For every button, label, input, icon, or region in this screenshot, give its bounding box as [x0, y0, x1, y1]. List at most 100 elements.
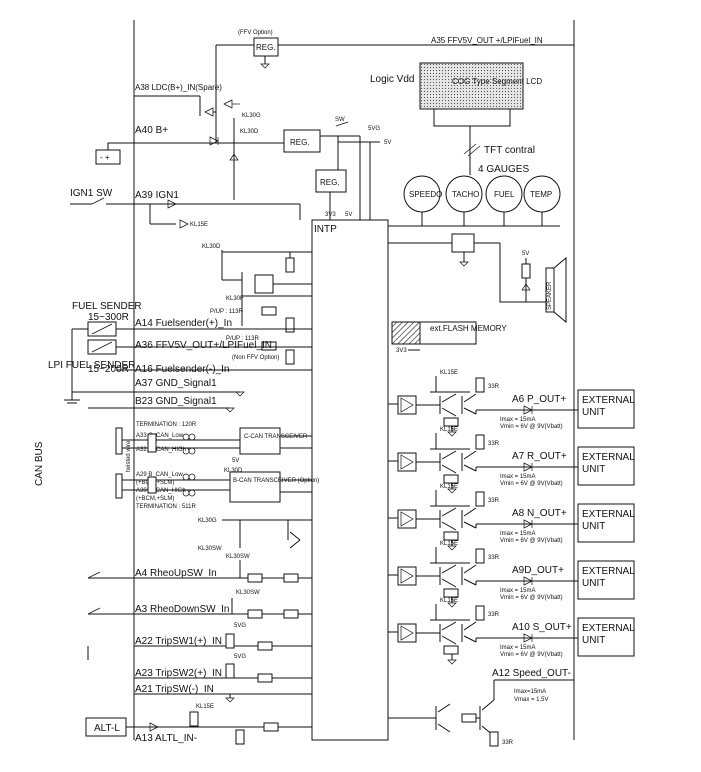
output-kl15e-label: KL15E	[440, 541, 458, 547]
external-unit-label: EXTERNAL	[582, 566, 635, 577]
intp-label: INTP	[314, 224, 337, 235]
a39-label: A39 IGN1	[135, 190, 179, 201]
external-unit-box	[577, 446, 635, 486]
lpi-sender-label: LPI FUEL SENDER	[48, 360, 135, 371]
b-can-connector	[115, 473, 123, 499]
alt-l-label: ALT-L	[94, 723, 120, 734]
ffv-option-label: (FFV Option)	[238, 30, 273, 36]
a14-label: A14 Fuelsender(+)_In	[135, 318, 232, 329]
tft-control-label: TFT contral	[484, 145, 535, 156]
a38-label: A38 LDC(B+)_IN(Spare)	[135, 83, 222, 92]
speed-vmax-label: Vmax = 1.5V	[514, 697, 549, 703]
b-can-transceiver	[229, 471, 281, 503]
kl30d-label-b: KL30D	[202, 244, 221, 250]
a35-output-label: A35 FFV5V_OUT +/LPIFuel_IN	[431, 36, 543, 45]
5vg-label-b: 5VG	[234, 623, 246, 629]
a4-label: A4 RheoUpSW_In	[135, 568, 217, 579]
ign1-sw-label: IGN1 SW	[70, 188, 113, 199]
bcm-label-2: (+BCM,+SLM)	[136, 496, 174, 502]
a30-label: A30 B_CAN_HIGh	[136, 488, 186, 494]
speaker-label: SPEAKER	[547, 281, 553, 310]
output-33r-label: 33R	[488, 384, 500, 390]
external-unit-label-2: UNIT	[582, 578, 605, 589]
external-unit-label: EXTERNAL	[582, 395, 635, 406]
kl15e-label: KL15E	[190, 222, 208, 228]
a36-label: A36 FFV5V_OUT+/LPIFuel_IN	[135, 340, 272, 351]
a32-label: A32 C_CAN_HIGh	[136, 447, 186, 453]
kl30d-label: KL30D	[240, 129, 259, 135]
b-can-label: B-CAN TRANSCEIVER (Option)	[233, 478, 319, 484]
output-kl15e-label: KL15E	[440, 370, 458, 376]
flash-hatch	[391, 321, 421, 345]
external-unit-label-2: UNIT	[582, 407, 605, 418]
flash-label: ext.FLASH MEMORY	[430, 324, 507, 333]
c-can-label: C-CAN TRANSCEIVER	[244, 434, 308, 440]
a21-label: A21 TripSW(-)_IN	[135, 684, 214, 695]
sw-label: SW	[335, 117, 345, 123]
external-unit-label: EXTERNAL	[582, 623, 635, 634]
external-unit-box	[577, 560, 635, 600]
kl30g-label-b: KL30G	[198, 518, 217, 524]
lcd-panel	[419, 62, 524, 110]
external-unit-box	[577, 503, 635, 543]
a23-label: A23 TripSW2(+)_IN	[135, 668, 222, 679]
a13-label: A13 ALTL_IN-	[135, 733, 197, 744]
external-unit-label-2: UNIT	[582, 635, 605, 646]
non-ffv-label: (Non FFV Option)	[232, 355, 279, 361]
reg-mid-box	[283, 129, 321, 153]
kl15e-label-b: KL15E	[196, 704, 214, 710]
a22-label: A22 TripSW1(+)_IN	[135, 636, 222, 647]
gauge-tacho-label: TACHO	[452, 190, 479, 199]
rheo-down-switch[interactable]	[87, 607, 101, 615]
gauge-temp-label: TEMP	[530, 190, 552, 199]
a3-label: A3 RheoDownSW_In	[135, 604, 230, 615]
svg-text:- +: - +	[100, 153, 110, 162]
3v3-label: 3V3	[325, 212, 336, 218]
5v-label-b: 5V	[345, 212, 352, 218]
speaker-5v-label: 5V	[522, 251, 529, 257]
output-imax-label: Imax = 15mA	[500, 417, 536, 423]
output-vmin-label: Vmin = 6V @ 9V(Vbatt)	[500, 481, 563, 487]
external-unit-label: EXTERNAL	[582, 509, 635, 520]
kl30f-label: KL30F	[226, 296, 244, 302]
output-kl15e-label: KL15E	[440, 598, 458, 604]
gauges-title: 4 GAUGES	[478, 164, 529, 175]
external-unit-label: EXTERNAL	[582, 452, 635, 463]
output-vmin-label: Vmin = 6V @ 9V(Vbatt)	[500, 424, 563, 430]
logic-vdd-label: Logic Vdd	[370, 74, 414, 85]
reg-top-label: REG.	[256, 43, 276, 52]
kl30g-label: KL30G	[242, 113, 261, 119]
pup2-label: P/UP : 113R	[226, 336, 259, 342]
external-unit-box	[577, 617, 635, 657]
b23-label: B23 GND_Signal1	[135, 396, 217, 407]
rheo-up-switch[interactable]	[87, 571, 101, 579]
a37-label: A37 GND_Signal1	[135, 378, 217, 389]
output-imax-label: Imax = 15mA	[500, 474, 536, 480]
lcd-label: COG Type Segment LCD	[452, 77, 542, 86]
flash-memory-box	[419, 321, 477, 345]
fuel-sender-label: FUEL SENDER	[72, 301, 142, 312]
reg-small-box	[315, 169, 347, 193]
flash-3v3-label: 3V3	[396, 348, 407, 354]
external-unit-label-2: UNIT	[582, 521, 605, 532]
c-can-connector	[115, 427, 123, 455]
reg-top-box	[253, 37, 279, 57]
can-bus-label: CAN BUS	[34, 441, 45, 486]
output-pin-label: A10 S_OUT+	[512, 622, 572, 633]
5vg-label: 5VG	[368, 126, 380, 132]
output-imax-label: Imax = 15mA	[500, 645, 536, 651]
lpi-sender-range: 15~200R	[88, 364, 129, 375]
output-33r-label: 33R	[488, 441, 500, 447]
speed-imax-label: Imax=15mA	[514, 689, 546, 695]
external-unit-label-2: UNIT	[582, 464, 605, 475]
output-pin-label: A6 P_OUT+	[512, 394, 566, 405]
output-vmin-label: Vmin = 6V @ 9V(Vbatt)	[500, 538, 563, 544]
termination-2: TERMINATION : 511R	[136, 504, 196, 510]
output-imax-label: Imax = 15mA	[500, 531, 536, 537]
